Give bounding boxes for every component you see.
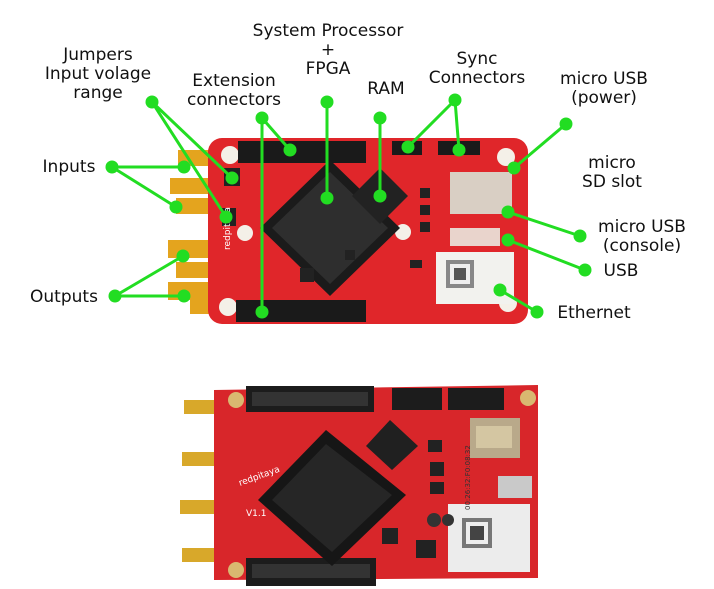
label-jumpers-line2: Input volage: [44, 64, 152, 84]
label-outputs-text: Outputs: [30, 287, 98, 307]
label-usb: USB: [596, 262, 646, 281]
extension-header-bottom: [236, 300, 366, 322]
label-sync-connectors: Sync Connectors: [422, 50, 532, 88]
annotation-dots: [105, 93, 592, 319]
micro-sd-slot: [450, 172, 512, 214]
micro-usb-console: [450, 228, 500, 246]
photo-version-text: V1.1: [246, 509, 266, 519]
label-sd-line2: SD slot: [582, 172, 642, 192]
label-usb-text: USB: [603, 261, 639, 281]
label-processor-line1: System Processor: [252, 21, 404, 41]
brand-text: redpitaya: [223, 207, 233, 250]
label-sd-line1: micro: [588, 153, 636, 173]
label-processor-line2: +: [320, 40, 336, 60]
label-system-processor: System Processor + FPGA: [240, 22, 416, 79]
label-outputs: Outputs: [22, 288, 106, 307]
label-processor-line3: FPGA: [305, 59, 351, 79]
label-extension-connectors: Extension connectors: [178, 72, 290, 110]
label-usb-power-line2: (power): [571, 88, 637, 108]
label-ethernet-text: Ethernet: [557, 303, 631, 323]
label-inputs: Inputs: [36, 158, 102, 177]
label-inputs-text: Inputs: [42, 157, 96, 177]
label-usb-console-line2: (console): [602, 236, 682, 256]
label-usb-power-line1: micro USB: [560, 69, 648, 89]
photo-qr-caption: 00:26:32:F0:08:32: [464, 445, 472, 510]
board-photo: V1.1 redpitaya 00:26:32:F0:08:32: [180, 385, 538, 586]
label-ram: RAM: [358, 80, 414, 99]
label-micro-usb-power: micro USB (power): [544, 70, 664, 108]
label-sync-line1: Sync: [456, 49, 498, 69]
annotation-lines: [111, 98, 586, 314]
label-sync-line2: Connectors: [428, 68, 526, 88]
label-extension-line1: Extension: [192, 71, 276, 91]
label-micro-sd-slot: micro SD slot: [564, 154, 660, 192]
label-ethernet: Ethernet: [548, 304, 640, 323]
label-extension-line2: connectors: [186, 90, 281, 110]
label-ram-text: RAM: [367, 79, 405, 99]
label-usb-console-line1: micro USB: [598, 217, 686, 237]
sma-connectors-photo: [180, 400, 218, 562]
label-jumpers: Jumpers Input volage range: [14, 46, 182, 103]
label-jumpers-line3: range: [73, 83, 123, 103]
label-micro-usb-console: micro USB (console): [584, 218, 700, 256]
extension-header-top: [238, 141, 366, 163]
label-jumpers-line1: Jumpers: [63, 45, 133, 65]
